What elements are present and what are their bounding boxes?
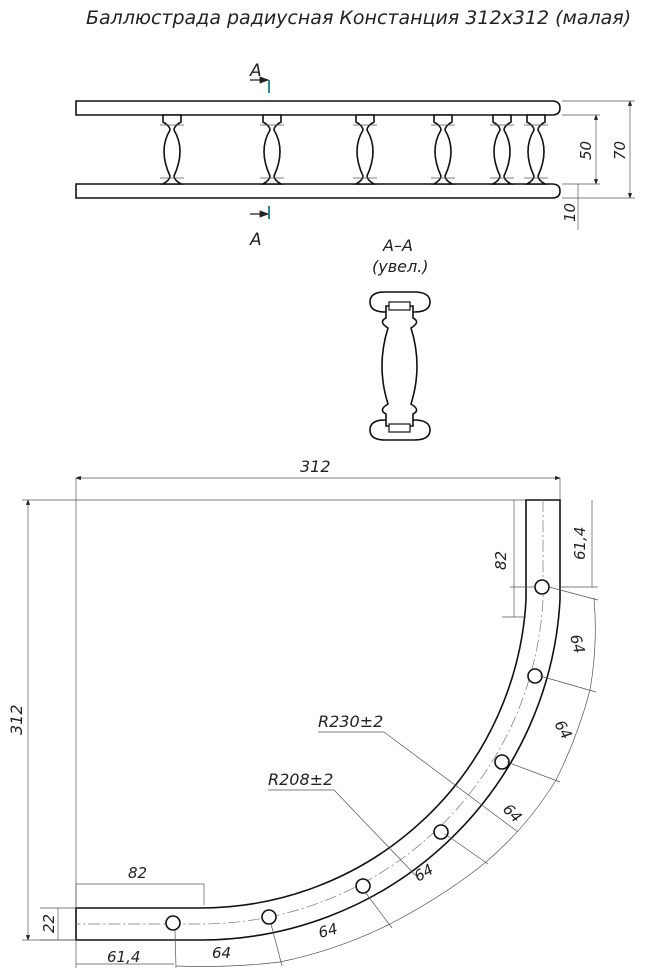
section-view: A–A (увел.) (369, 236, 431, 441)
dim-offset-left: 82 (128, 864, 147, 882)
mount-hole (261, 909, 277, 925)
dim-spacing-3: 64 (499, 800, 525, 826)
dim-radius-inner: R208±2 (268, 770, 333, 789)
dim-radius-outer: R230±2 (318, 712, 383, 731)
side-view: A A 50 70 10 (75, 61, 635, 250)
mount-hole (355, 878, 371, 894)
section-subtitle: (увел.) (372, 257, 429, 276)
section-title: A–A (382, 236, 413, 255)
bottom-rail (75, 183, 561, 199)
baluster (430, 114, 456, 185)
drawing-title: Баллюстрада радиусная Констанция 312x312… (86, 7, 631, 29)
top-rail (75, 100, 561, 116)
dim-spacing-2: 64 (551, 717, 576, 743)
mount-hole (534, 579, 550, 595)
baluster (352, 114, 378, 185)
dim-width: 312 (300, 457, 331, 476)
dim-outer-height: 70 (611, 141, 629, 160)
plan-view: 312 312 82 61,4 (7, 457, 599, 969)
baluster (159, 114, 185, 185)
dim-spacing-6: 64 (212, 944, 231, 962)
baluster (523, 114, 549, 185)
dim-offset-top: 82 (492, 551, 510, 570)
dim-rail-thickness: 10 (561, 203, 579, 222)
section-label-bottom: A (249, 230, 262, 250)
dim-edge-top: 61,4 (571, 527, 589, 560)
dim-spacing-1: 64 (566, 632, 588, 655)
mount-hole (527, 668, 543, 684)
dim-spacing-5: 64 (316, 920, 339, 942)
mount-hole (433, 824, 449, 840)
dim-inner-height: 50 (577, 141, 595, 160)
dim-strip-width: 22 (40, 914, 58, 933)
mount-hole (165, 915, 181, 931)
baluster (489, 114, 515, 185)
dim-height: 312 (7, 704, 26, 735)
section-label-top: A (249, 61, 262, 81)
baluster (259, 114, 285, 185)
dim-edge-left: 61,4 (107, 948, 140, 966)
mount-hole (494, 754, 510, 770)
